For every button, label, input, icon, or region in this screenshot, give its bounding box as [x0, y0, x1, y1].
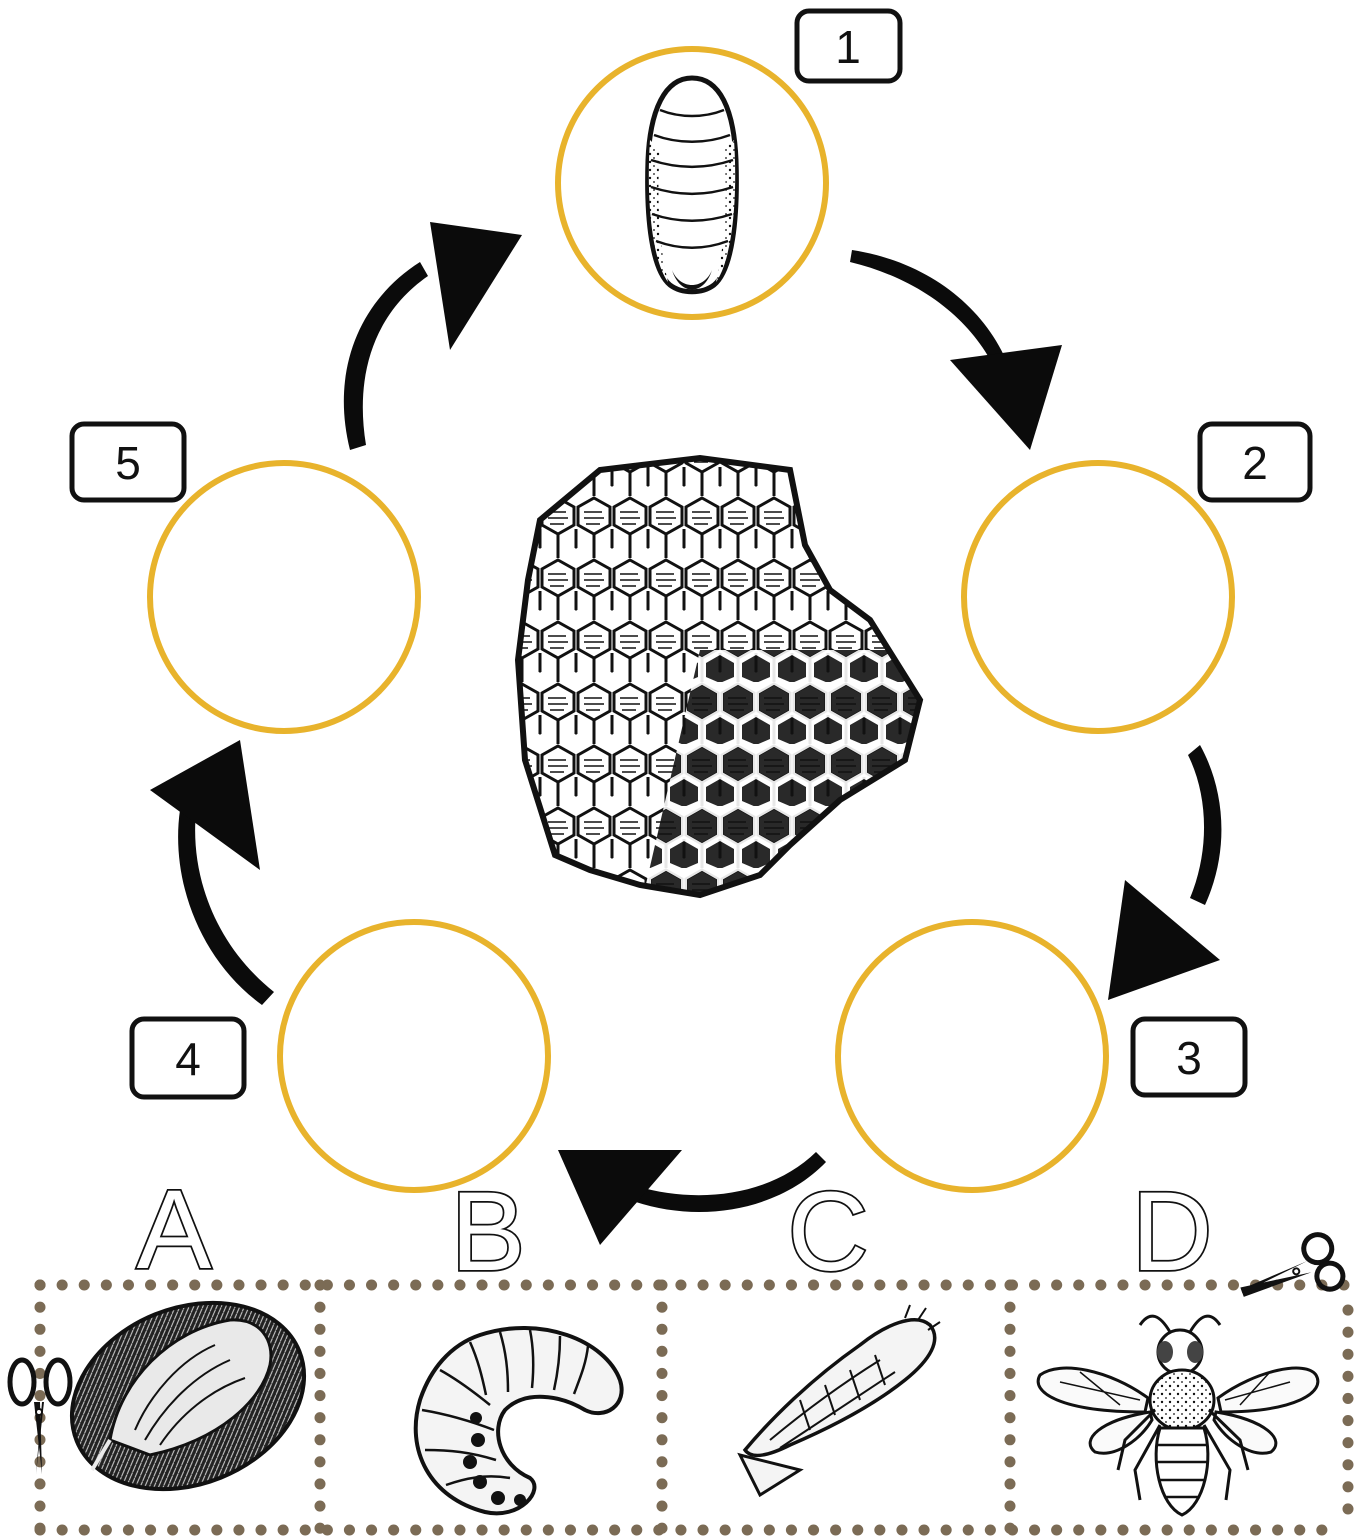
stage-3-number: 3: [1176, 1032, 1202, 1084]
stage-4-circle[interactable]: [280, 922, 548, 1190]
arrow-3-to-4: [558, 1150, 826, 1245]
stage-2-label: 2: [1200, 424, 1310, 500]
egg-illustration: [648, 78, 737, 292]
honeycomb-illustration: [510, 450, 930, 910]
scissors-icon: [1232, 1230, 1346, 1318]
stage-2-number: 2: [1242, 437, 1268, 489]
stage-3-circle[interactable]: [838, 922, 1106, 1190]
stage-5-circle[interactable]: [150, 463, 418, 731]
cutout-c-pupa[interactable]: [740, 1305, 940, 1495]
cutout-a-pupa-in-cell[interactable]: [44, 1269, 332, 1522]
cutout-b-larva[interactable]: [416, 1328, 622, 1513]
stage-3-label: 3: [1133, 1019, 1245, 1095]
stage-4-label: 4: [132, 1019, 244, 1097]
stage-4-number: 4: [175, 1033, 201, 1085]
stage-5-label: 5: [72, 424, 184, 500]
stage-1-label: 1: [797, 11, 900, 81]
stage-2-circle[interactable]: [964, 463, 1232, 731]
arrow-1-to-2: [850, 250, 1062, 450]
stage-1-number: 1: [835, 21, 861, 73]
arrow-5-to-1: [344, 222, 522, 450]
arrow-4-to-5: [150, 740, 274, 1005]
cutout-letter-b: B: [451, 1169, 526, 1294]
cutout-d-adult-bee[interactable]: [1038, 1316, 1318, 1515]
stage-5-number: 5: [115, 437, 141, 489]
cutout-letter-a: A: [137, 1167, 212, 1292]
cutout-letter-d: D: [1132, 1169, 1213, 1294]
cutout-letters: A B C D: [137, 1167, 1213, 1294]
arrow-2-to-3: [1108, 745, 1221, 1000]
cutout-letter-c: C: [788, 1169, 869, 1294]
